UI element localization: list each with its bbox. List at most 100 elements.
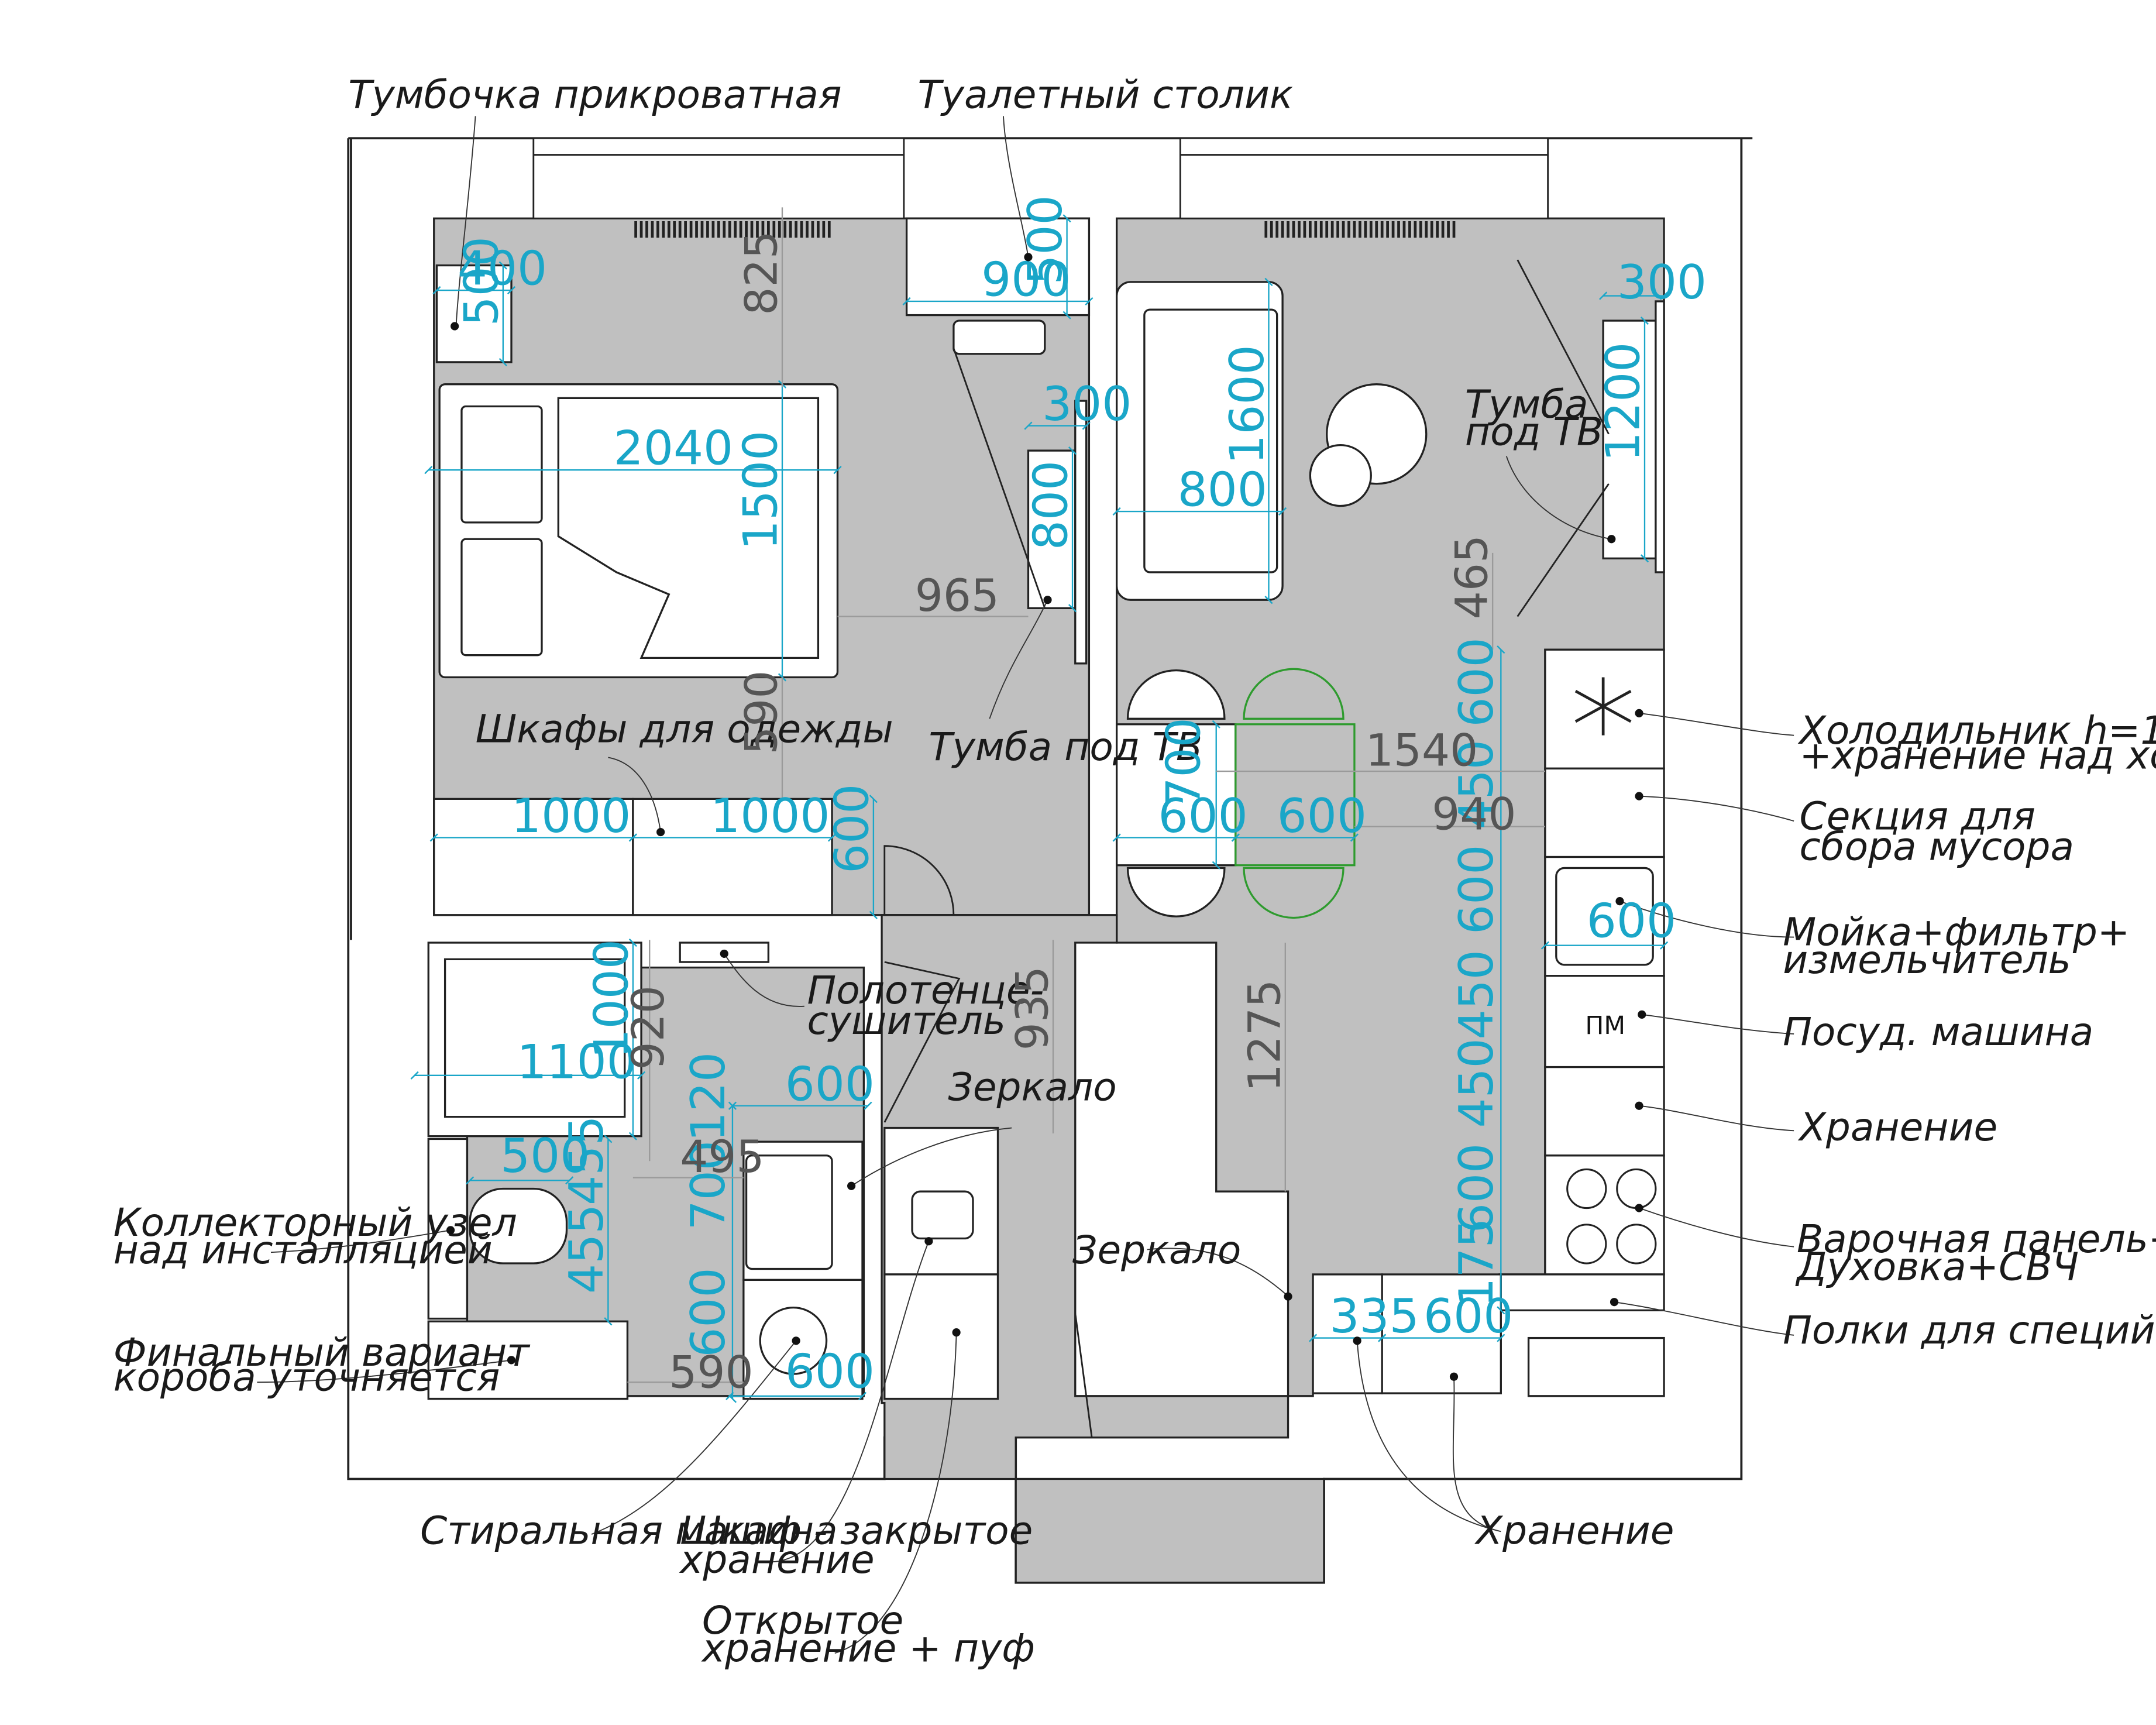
dim-kitchen-run-4: 450: [1449, 950, 1504, 1039]
dim-wardrobe-2: 1000: [710, 788, 830, 843]
label-collector-2: над инсталляцией: [114, 1228, 493, 1273]
dim-tv-right-w: 1200: [1595, 342, 1650, 462]
entry-door: [1074, 1312, 1093, 1438]
dim-kitchen-run-1: 600: [1449, 637, 1504, 727]
dim-toilet-w: 500: [500, 1128, 590, 1183]
label-vanity: Туалетный столик: [917, 72, 1293, 117]
dimension-values-gray: 825 965 590 465 1540 940 935 1275 920 49…: [623, 231, 1517, 1398]
dim-kitchen-run-6: 600: [1449, 1143, 1504, 1233]
trash-section: [1544, 767, 1665, 858]
dimension-lines-gray: [627, 207, 1545, 1383]
chair-2: [1126, 867, 1226, 918]
furniture: [427, 217, 1665, 1400]
hall-block: [1527, 1336, 1665, 1397]
dim-gray-495: 495: [680, 1131, 764, 1183]
dim-gray-940: 940: [1432, 788, 1516, 840]
label-mirror-hall: Зеркало: [948, 1064, 1116, 1109]
open-storage: [883, 1273, 999, 1400]
dishwasher-mark: ПМ: [1585, 1012, 1625, 1040]
label-open-1: Открытое: [702, 1598, 903, 1643]
pillow-1: [460, 405, 543, 524]
dimension-lines: [410, 214, 1669, 1403]
dim-nightstand-w: 400: [458, 241, 547, 296]
extra-chairs: [1235, 668, 1356, 919]
label-washer: Стиральная машина: [420, 1508, 838, 1554]
dim-bottom-b: 600: [1423, 1288, 1513, 1343]
window-living: [1179, 137, 1549, 219]
dim-toilet-a: 455: [559, 1116, 614, 1205]
extension-table: [1235, 723, 1356, 867]
burner-4: [1616, 1224, 1657, 1264]
dim-bed-l: 2040: [614, 421, 733, 476]
dim-kitchen-run-2: 450: [1449, 740, 1504, 829]
radiators: [634, 221, 1456, 238]
dim-tv-right-d: 300: [1617, 255, 1707, 310]
bath-sink-bowl: [745, 1154, 833, 1270]
dim-nightstand-d: 500: [453, 236, 508, 326]
label-towel-1: Полотенце-: [807, 968, 1044, 1013]
dim-bottom-a: 335: [1329, 1288, 1419, 1343]
label-collector-1: Коллекторный узел: [114, 1200, 517, 1245]
dim-gray-465: 465: [1446, 535, 1498, 619]
dim-sofa-l: 1600: [1219, 345, 1274, 464]
dimension-values: 400 500 900 500 2040 1500 300 800 800 16…: [453, 195, 1707, 1398]
label-closet-1: Шкаф - закрытое: [680, 1508, 1033, 1554]
bottom-storage-a: [1312, 1273, 1383, 1394]
dim-sink-bath-d: 700: [680, 1140, 735, 1230]
label-open-2: хранение + пуф: [701, 1626, 1035, 1671]
dim-gray-590b: 590: [669, 1347, 753, 1398]
dim-vanity-d: 500: [1017, 195, 1072, 284]
label-towel-2: сушитель: [807, 998, 1006, 1043]
dim-gray-1275: 1275: [1239, 980, 1290, 1092]
sink-bowl: [1555, 867, 1654, 966]
dim-bed-w: 1500: [733, 431, 788, 550]
dim-table-d: 700: [1156, 717, 1211, 807]
label-fridge-2: +хранение над холодильнкиом: [1800, 733, 2156, 778]
dim-sofa-d: 800: [1178, 462, 1267, 517]
dim-kitchen-run-7: 175: [1449, 1218, 1504, 1307]
label-trash-2: сбора мусора: [1800, 824, 2074, 869]
spice-shelves: [1498, 1273, 1665, 1311]
installation-box: [427, 1320, 629, 1400]
label-box-2: короба уточняется: [114, 1355, 500, 1400]
label-box-1: Финальный вариант: [114, 1330, 531, 1375]
label-sink-2: измельчитель: [1783, 937, 2071, 982]
leader-dots: [446, 253, 1646, 1381]
dim-tv-bed-w: 800: [1023, 461, 1078, 550]
bath-door: [883, 961, 961, 1123]
toilet: [469, 1187, 568, 1264]
leaders: [257, 116, 1794, 1654]
dim-table-w2: 600: [1277, 788, 1367, 843]
cooktop: [1544, 1154, 1665, 1276]
dim-wardrobe-d: 600: [824, 784, 879, 874]
green-chair-1: [1243, 668, 1345, 720]
label-storage-kitchen: Хранение: [1798, 1105, 1998, 1150]
windows: [532, 137, 1549, 219]
window-bedroom: [532, 137, 905, 219]
hall-floor: [881, 914, 1325, 1584]
wardrobe-left: [433, 798, 634, 916]
label-spice: Полки для специй: [1783, 1308, 2155, 1353]
label-dishwasher: Посуд. машина: [1783, 1009, 2093, 1054]
dim-washer-w: 600: [785, 1344, 875, 1399]
doors: [883, 259, 1610, 1438]
dim-bath-l: 1100: [517, 1034, 636, 1089]
label-trash-1: Секция для: [1800, 793, 2035, 839]
pouf: [911, 1190, 974, 1240]
dim-vanity-w: 900: [981, 252, 1071, 307]
dim-sink-bath-w: 600: [785, 1056, 875, 1111]
dim-table-w1: 600: [1158, 788, 1248, 843]
bathtub-inner: [443, 958, 626, 1118]
bedroom-door: [883, 845, 955, 915]
dim-sink-kitchen: 600: [1587, 894, 1676, 949]
label-storage-bottom: Хранение: [1474, 1508, 1674, 1554]
dim-wardrobe-1: 1000: [511, 788, 631, 843]
burner-3: [1566, 1224, 1607, 1264]
dim-gray-1540: 1540: [1366, 725, 1478, 776]
coffee-table-2: [1309, 444, 1372, 507]
dim-bath-w: 1000: [583, 939, 638, 1059]
blanket: [557, 397, 820, 659]
label-closet-2: хранение: [679, 1537, 874, 1582]
wardrobe-right: [632, 798, 833, 916]
dishwasher: [1544, 975, 1665, 1068]
